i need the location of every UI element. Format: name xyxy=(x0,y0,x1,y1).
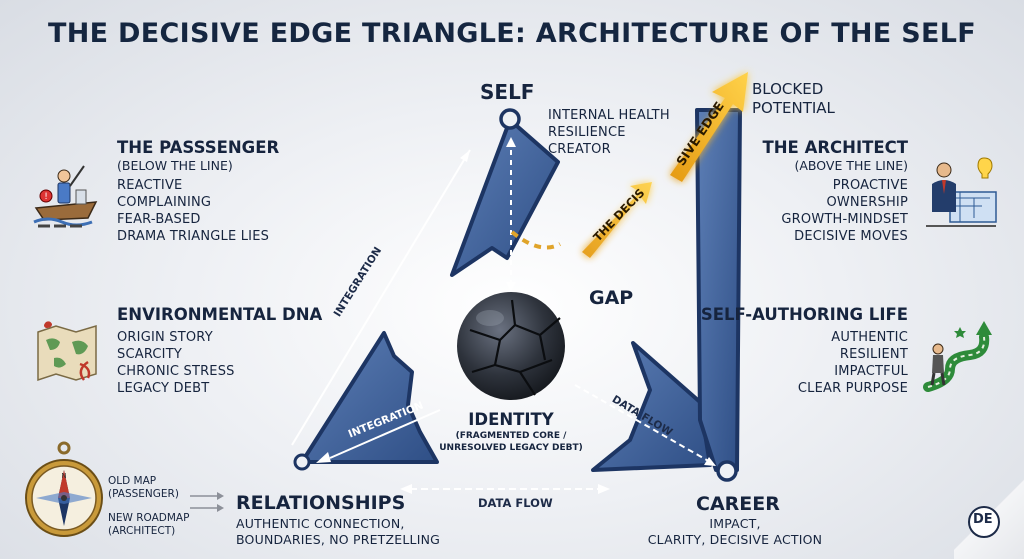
self-authoring-item: IMPACTFUL xyxy=(834,364,908,379)
environmental-item: CHRONIC STRESS xyxy=(117,364,235,379)
passenger-subtitle: (BELOW THE LINE) xyxy=(117,158,233,173)
passenger-block: THE PASSSENGER (BELOW THE LINE) REACTIVE… xyxy=(117,138,279,245)
passenger-item: FEAR-BASED xyxy=(117,212,201,227)
blocked-potential: BLOCKED POTENTIAL xyxy=(752,80,835,118)
architect-item: DECISIVE MOVES xyxy=(794,229,908,244)
career-item: IMPACT, xyxy=(709,516,761,531)
de-logo-text: DE xyxy=(973,512,993,527)
relationships-items: AUTHENTIC CONNECTION, BOUNDARIES, NO PRE… xyxy=(236,516,440,548)
self-items: INTERNAL HEALTH RESILIENCE CREATOR xyxy=(548,107,670,158)
architect-item: OWNERSHIP xyxy=(826,195,908,210)
triangle-piece-top xyxy=(450,118,560,277)
old-map-label: OLD MAP (PASSENGER) xyxy=(108,475,179,501)
identity-title: IDENTITY xyxy=(468,410,554,429)
environmental-item: LEGACY DEBT xyxy=(117,381,210,396)
decis-dashed-path xyxy=(510,230,561,250)
compass-arrows xyxy=(190,492,224,512)
identity-sub: UNRESOLVED LEGACY DEBT) xyxy=(439,443,583,453)
decisive-edge-arrow xyxy=(670,72,748,182)
page-title: THE DECISIVE EDGE TRIANGLE: ARCHITECTURE… xyxy=(47,18,976,49)
architect-block: THE ARCHITECT (ABOVE THE LINE) PROACTIVE… xyxy=(720,138,908,245)
passenger-boat-icon: ! xyxy=(33,165,98,228)
self-item: RESILIENCE xyxy=(548,125,626,140)
identity-block: IDENTITY (FRAGMENTED CORE / UNRESOLVED L… xyxy=(431,410,591,454)
blocked-line: BLOCKED xyxy=(752,80,824,98)
career-item: CLARITY, DECISIVE ACTION xyxy=(647,532,823,547)
career-title: CAREER xyxy=(696,493,780,515)
self-authoring-title: SELF-AUTHORING LIFE xyxy=(700,305,908,324)
self-authoring-item: AUTHENTIC xyxy=(831,330,908,345)
blocked-line: POTENTIAL xyxy=(752,99,835,117)
relationships-item: AUTHENTIC CONNECTION, xyxy=(236,516,405,531)
passenger-item: DRAMA TRIANGLE LIES xyxy=(117,229,270,244)
passenger-item: COMPLAINING xyxy=(117,195,212,210)
data-flow-bottom-label: DATA FLOW xyxy=(478,496,553,510)
passenger-title: THE PASSSENGER xyxy=(117,138,280,157)
architect-icon xyxy=(926,157,997,227)
climbing-path-icon xyxy=(923,321,992,392)
architect-item: GROWTH-MINDSET xyxy=(781,212,908,227)
self-authoring-block: SELF-AUTHORING LIFE AUTHENTIC RESILIENT … xyxy=(700,305,908,397)
passenger-item: REACTIVE xyxy=(117,178,183,193)
career-node xyxy=(716,460,738,482)
self-node xyxy=(499,108,521,130)
architect-item: PROACTIVE xyxy=(832,178,908,193)
environmental-block: ENVIRONMENTAL DNA ORIGIN STORY SCARCITY … xyxy=(117,305,322,397)
data-flow-diag-arrow xyxy=(574,384,713,464)
architect-subtitle: (ABOVE THE LINE) xyxy=(794,158,908,173)
svg-text:N: N xyxy=(61,472,66,480)
self-item: CREATOR xyxy=(548,142,611,157)
compass-icon: N xyxy=(25,441,103,537)
self-authoring-item: CLEAR PURPOSE xyxy=(797,381,908,396)
identity-sub: (FRAGMENTED CORE / xyxy=(455,431,567,441)
self-title: SELF xyxy=(480,80,535,104)
old-map-line: (PASSENGER) xyxy=(108,488,179,500)
relationships-node xyxy=(293,453,311,471)
new-roadmap-line: NEW ROADMAP xyxy=(108,512,190,524)
integration-inner-arrow xyxy=(329,409,441,459)
career-items: IMPACT, CLARITY, DECISIVE ACTION xyxy=(640,516,830,548)
de-logo-icon xyxy=(968,506,1000,538)
gap-label: GAP xyxy=(589,287,634,309)
new-roadmap-line: (ARCHITECT) xyxy=(108,525,176,537)
integration-outer-arrowhead xyxy=(460,150,470,162)
integration-outer-arrow xyxy=(291,149,471,446)
environmental-item: SCARCITY xyxy=(117,347,183,362)
self-authoring-item: RESILIENT xyxy=(839,347,908,362)
world-map-dna-icon xyxy=(37,321,97,382)
new-roadmap-label: NEW ROADMAP (ARCHITECT) xyxy=(108,512,189,538)
environmental-title: ENVIRONMENTAL DNA xyxy=(117,305,323,324)
self-item: INTERNAL HEALTH xyxy=(548,108,670,123)
svg-text:!: ! xyxy=(44,192,48,202)
identity-sphere xyxy=(457,292,565,400)
relationships-item: BOUNDARIES, NO PRETZELLING xyxy=(236,532,441,547)
old-map-line: OLD MAP xyxy=(108,475,157,487)
decis-arrow-small xyxy=(582,182,652,258)
architect-title: THE ARCHITECT xyxy=(762,138,908,157)
relationships-title: RELATIONSHIPS xyxy=(236,492,406,514)
environmental-item: ORIGIN STORY xyxy=(117,330,213,345)
integration-inner-arrowhead xyxy=(316,452,331,463)
